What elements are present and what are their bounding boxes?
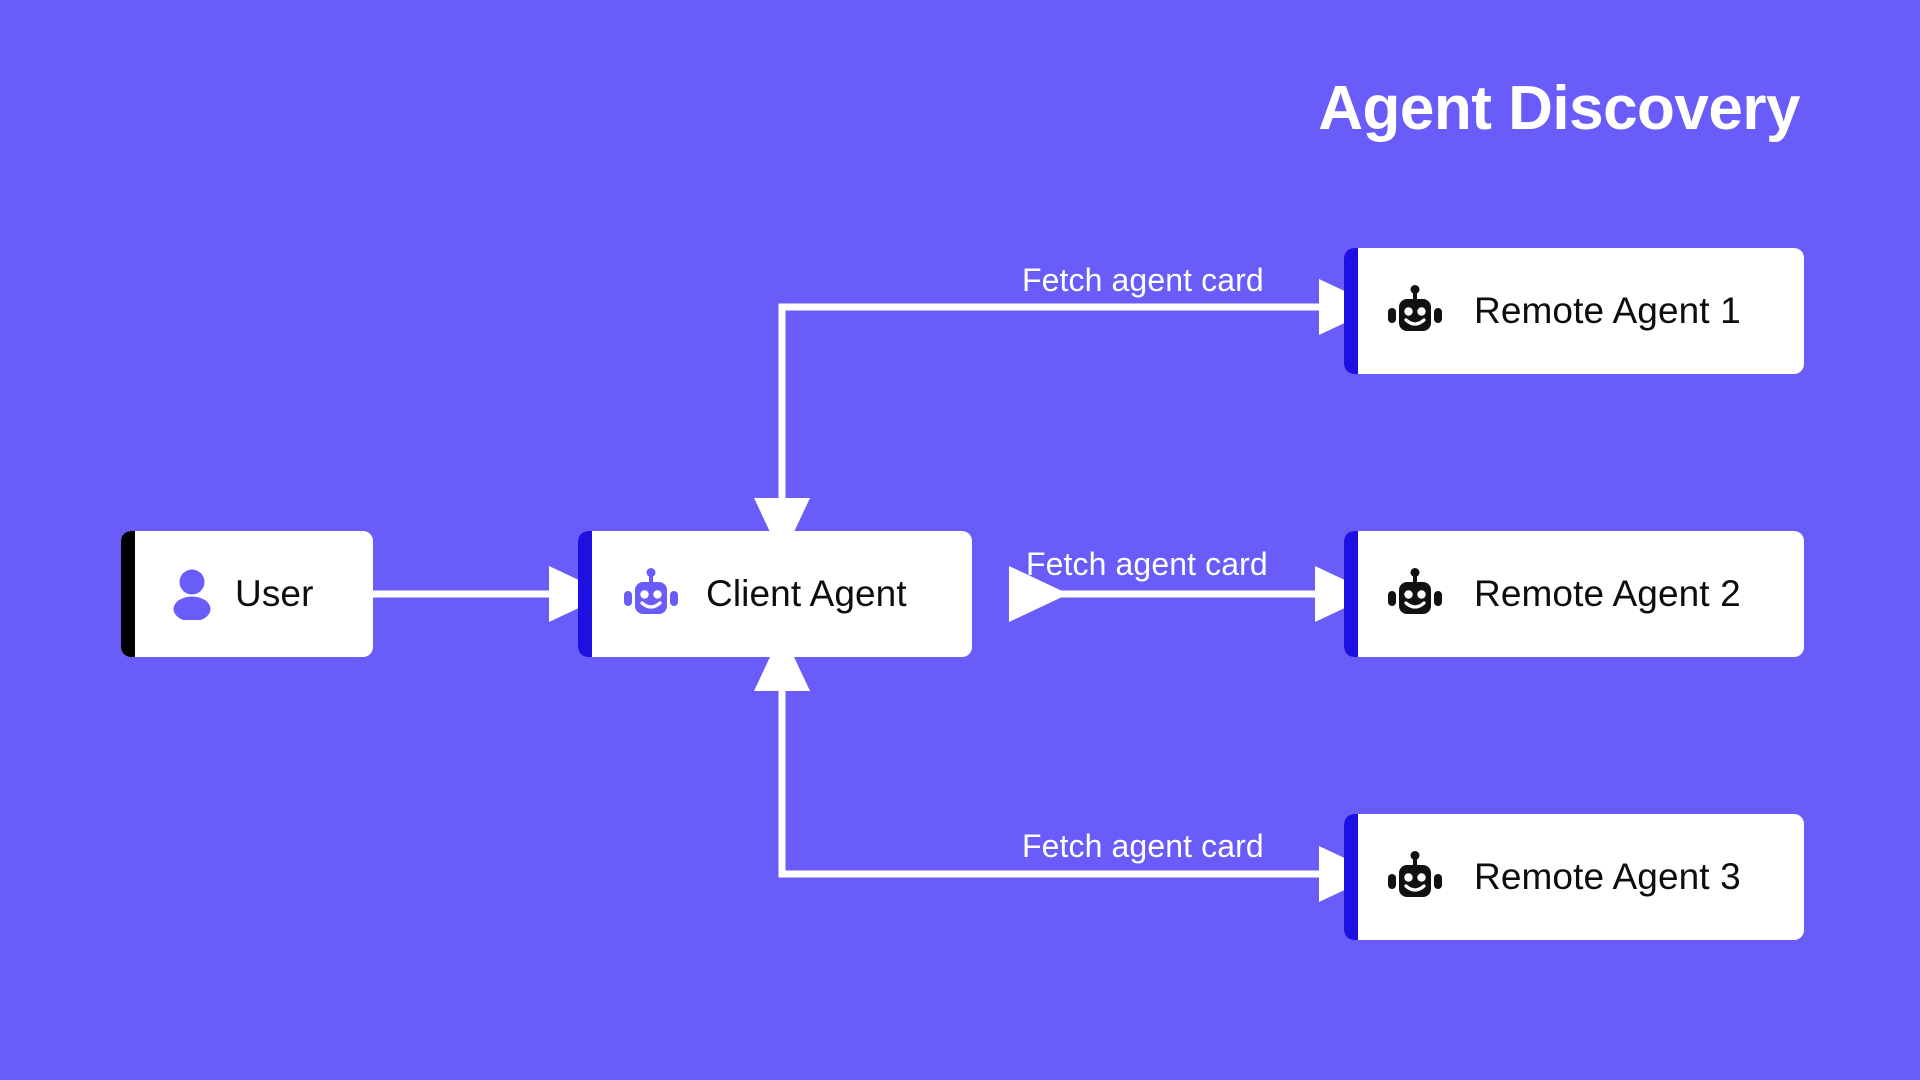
page-title: Agent Discovery [1318, 74, 1800, 143]
node-remote-agent-2-label: Remote Agent 2 [1474, 573, 1741, 614]
edge-label-remote-1: Fetch agent card [1022, 262, 1264, 298]
node-accent-bar [1344, 248, 1358, 374]
person-icon [171, 568, 213, 620]
robot-icon [622, 568, 680, 620]
edge-label-remote-3: Fetch agent card [1022, 828, 1264, 864]
node-remote-agent-1-label: Remote Agent 1 [1474, 290, 1741, 331]
node-user-label: User [235, 573, 314, 614]
edge-label-remote-2: Fetch agent card [1026, 546, 1268, 582]
robot-icon [1386, 851, 1444, 903]
node-accent-bar [1344, 531, 1358, 657]
edge-client-to-remote-1 [754, 279, 1379, 558]
node-accent-bar [1344, 814, 1358, 940]
node-accent-bar [121, 531, 135, 657]
node-client-agent[interactable]: Client Agent [578, 531, 972, 657]
robot-icon [1386, 568, 1444, 620]
node-remote-agent-1[interactable]: Remote Agent 1 [1344, 248, 1804, 374]
node-remote-agent-2[interactable]: Remote Agent 2 [1344, 531, 1804, 657]
node-remote-agent-3-label: Remote Agent 3 [1474, 856, 1741, 897]
robot-icon [1386, 285, 1444, 337]
node-accent-bar [578, 531, 592, 657]
node-remote-agent-3[interactable]: Remote Agent 3 [1344, 814, 1804, 940]
node-user[interactable]: User [121, 531, 373, 657]
node-client-agent-label: Client Agent [706, 573, 907, 614]
